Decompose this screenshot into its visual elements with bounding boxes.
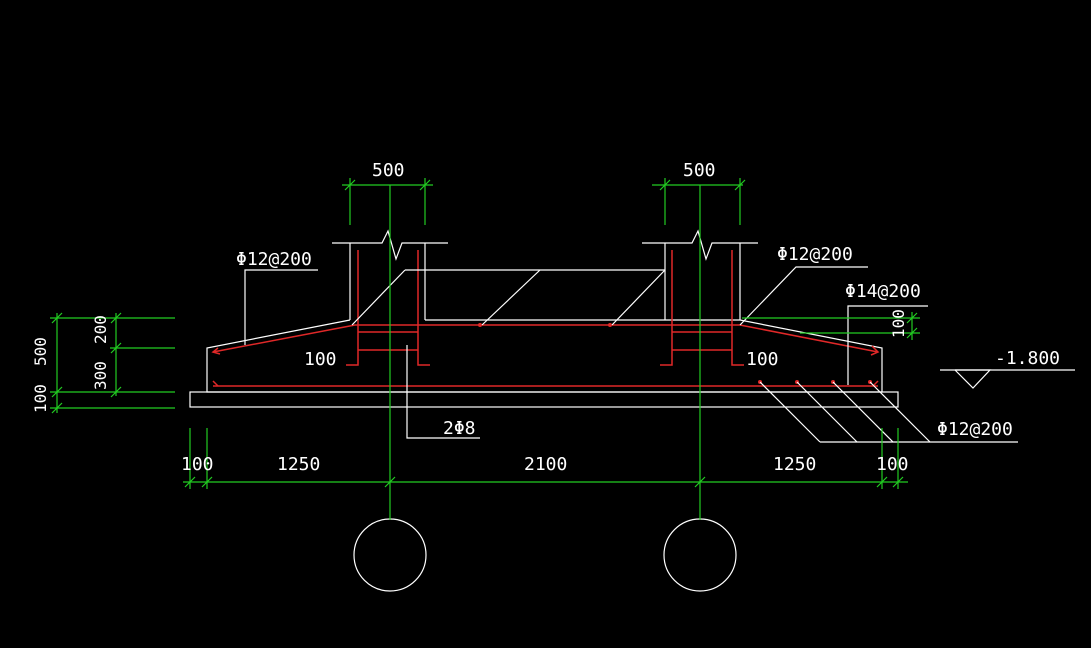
break-line-icon [642, 229, 758, 261]
elevation-triangle-icon [954, 369, 992, 389]
pile-circle-icon [353, 518, 427, 592]
blinding-layer [189, 391, 899, 408]
left-column-bar-1 [346, 250, 359, 366]
dim-text-bottom-5: 100 [876, 454, 909, 475]
bottom-rebar-hook-left [212, 380, 219, 387]
dim-text-bottom-3: 2100 [524, 454, 567, 475]
leader-beam-bars [406, 345, 480, 439]
leader-bottom-diag-3 [832, 381, 894, 443]
top-rebar [212, 324, 879, 353]
leader-diag-3 [611, 269, 666, 326]
label-side-cover-left: 100 [304, 349, 337, 370]
dim-text-bottom-2: 1250 [277, 454, 320, 475]
top-rebar-hook-left [211, 347, 221, 355]
leader-diag-1 [351, 269, 406, 326]
dim-text-left-edge: 300 [91, 361, 110, 390]
leader-bottom-diag-4 [869, 381, 931, 443]
dim-text-left-slab: 100 [31, 384, 50, 413]
label-elevation: -1.800 [995, 348, 1060, 369]
leader-rebar-top-left [244, 269, 318, 345]
label-beam-bars: 2Φ8 [443, 418, 476, 439]
top-rebar-hook-right [870, 345, 880, 356]
dim-text-bottom-1: 100 [181, 454, 214, 475]
rebar-group [211, 250, 880, 387]
label-col-width-left: 500 [372, 160, 405, 181]
label-rebar-top-left: Φ12@200 [236, 249, 312, 270]
label-rebar-bottom: Φ12@200 [937, 419, 1013, 440]
pile-circle-icon [663, 518, 737, 592]
rebar-dot [608, 323, 612, 327]
rebar-dot [478, 323, 482, 327]
concrete-outline [189, 229, 899, 592]
break-line-icon [332, 229, 448, 261]
label-rebar-stirrup-right: Φ14@200 [845, 281, 921, 302]
dim-text-left-total: 500 [31, 337, 50, 366]
label-col-width-right: 500 [683, 160, 716, 181]
label-side-cover-right: 100 [746, 349, 779, 370]
dim-text-right-top: 100 [889, 309, 908, 338]
right-column-bar-1 [660, 250, 673, 366]
dim-text-left-slope: 200 [91, 315, 110, 344]
leader-bottom-diag-1 [759, 381, 821, 443]
leader-diag-2 [481, 269, 541, 326]
left-column-bar-2 [417, 250, 430, 366]
annotations: 500 500 Φ12@200 Φ12@200 Φ14@200 Φ12@200 … [31, 160, 1060, 475]
leader-bottom-diag-2 [796, 381, 858, 443]
dim-text-bottom-4: 1250 [773, 454, 816, 475]
leader-lines [244, 266, 1075, 443]
label-rebar-top-right: Φ12@200 [777, 244, 853, 265]
leader-rebar-stirrup-right [847, 305, 928, 385]
dimension-lines [50, 178, 920, 520]
right-column-bar-2 [731, 250, 744, 366]
leader-rebar-top-right [739, 266, 868, 326]
